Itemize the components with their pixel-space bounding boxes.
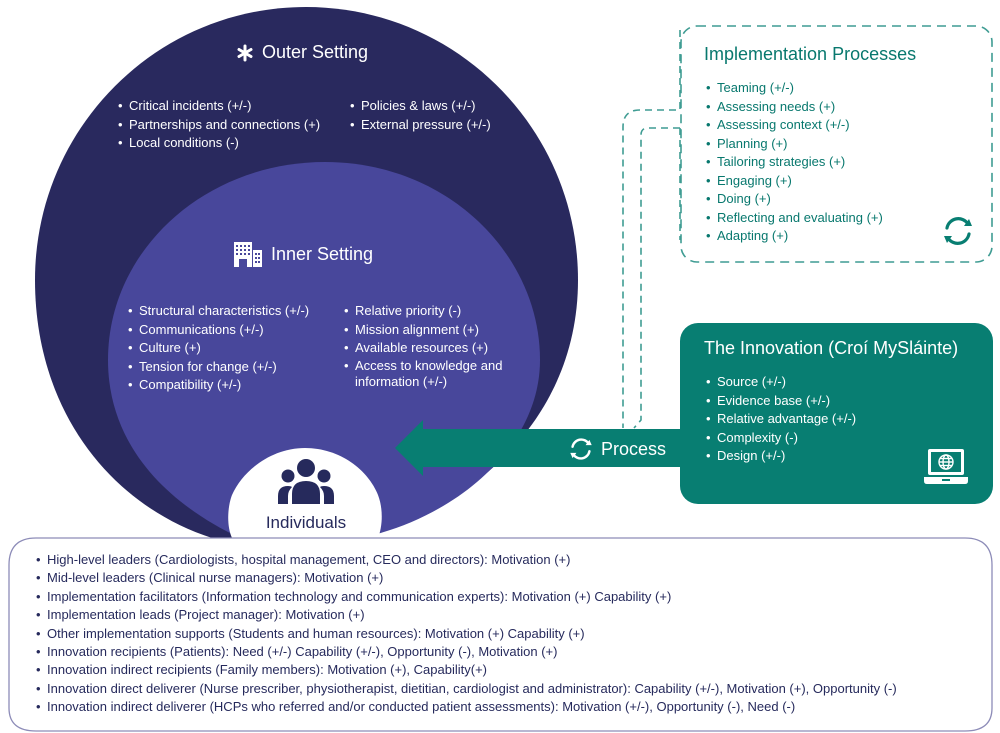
list-item: Relative priority (-)	[344, 302, 504, 321]
list-item: Innovation indirect recipients (Family m…	[36, 661, 897, 680]
list-item: Policies & laws (+/-)	[350, 97, 491, 116]
list-item: External pressure (+/-)	[350, 116, 491, 135]
list-item: Complexity (-)	[706, 429, 856, 448]
people-group-icon	[270, 458, 342, 504]
list-item: Innovation direct deliverer (Nurse presc…	[36, 680, 897, 699]
list-item: Assessing needs (+)	[706, 98, 883, 117]
list-item: Structural characteristics (+/-)	[128, 302, 309, 321]
outer-setting-list-right: Policies & laws (+/-) External pressure …	[350, 97, 491, 134]
list-item: Innovation recipients (Patients): Need (…	[36, 643, 897, 662]
list-item: Planning (+)	[706, 135, 883, 154]
list-item: Implementation leads (Project manager): …	[36, 606, 897, 625]
list-item: Teaming (+/-)	[706, 79, 883, 98]
cycle-icon	[940, 214, 976, 253]
laptop-globe-icon	[923, 447, 969, 492]
process-arrow[interactable]	[395, 420, 700, 476]
inner-setting-heading: Inner Setting	[233, 240, 373, 268]
list-item: High-level leaders (Cardiologists, hospi…	[36, 551, 897, 570]
asterisk-icon	[236, 44, 254, 62]
list-item: Communications (+/-)	[128, 321, 309, 340]
innovation-title: The Innovation (Croí MySláinte)	[704, 338, 959, 358]
implementation-processes-list: Teaming (+/-) Assessing needs (+) Assess…	[706, 79, 883, 246]
list-item: Reflecting and evaluating (+)	[706, 209, 883, 228]
implementation-processes-title: Implementation Processes	[704, 44, 917, 64]
list-item: Relative advantage (+/-)	[706, 410, 856, 429]
list-item: Innovation indirect deliverer (HCPs who …	[36, 698, 897, 717]
list-item: Source (+/-)	[706, 373, 856, 392]
list-item: Critical incidents (+/-)	[118, 97, 320, 116]
list-item: Doing (+)	[706, 190, 883, 209]
inner-setting-list-left: Structural characteristics (+/-) Communi…	[128, 302, 309, 395]
list-item: Other implementation supports (Students …	[36, 625, 897, 644]
list-item: Tailoring strategies (+)	[706, 153, 883, 172]
list-item: Assessing context (+/-)	[706, 116, 883, 135]
list-item: Compatibility (+/-)	[128, 376, 309, 395]
list-item: Implementation facilitators (Information…	[36, 588, 897, 607]
list-item: Engaging (+)	[706, 172, 883, 191]
list-item: Available resources (+)	[344, 339, 504, 358]
list-item: Adapting (+)	[706, 227, 883, 246]
outer-setting-heading: Outer Setting	[236, 42, 368, 63]
list-item: Mid-level leaders (Clinical nurse manage…	[36, 569, 897, 588]
process-connector-dashed	[622, 30, 681, 429]
individuals-list: High-level leaders (Cardiologists, hospi…	[36, 551, 897, 717]
outer-setting-title: Outer Setting	[262, 42, 369, 62]
list-item: Local conditions (-)	[118, 134, 320, 153]
list-item: Evidence base (+/-)	[706, 392, 856, 411]
innovation-list: Source (+/-) Evidence base (+/-) Relativ…	[706, 373, 856, 466]
outer-setting-list-left: Critical incidents (+/-) Partnerships an…	[118, 97, 320, 153]
individuals-title: Individuals	[265, 513, 347, 532]
building-icon	[233, 240, 263, 268]
implementation-processes-box	[680, 25, 993, 263]
list-item: Culture (+)	[128, 339, 309, 358]
process-arrow-label: Process	[567, 436, 666, 462]
inner-setting-title: Inner Setting	[271, 243, 374, 264]
cycle-icon	[567, 436, 595, 462]
inner-setting-list-right: Relative priority (-) Mission alignment …	[344, 302, 504, 390]
process-label: Process	[601, 438, 667, 459]
list-item: Access to knowledge and information (+/-…	[344, 358, 504, 390]
list-item: Design (+/-)	[706, 447, 856, 466]
list-item: Mission alignment (+)	[344, 321, 504, 340]
list-item: Tension for change (+/-)	[128, 358, 309, 377]
list-item: Partnerships and connections (+)	[118, 116, 320, 135]
